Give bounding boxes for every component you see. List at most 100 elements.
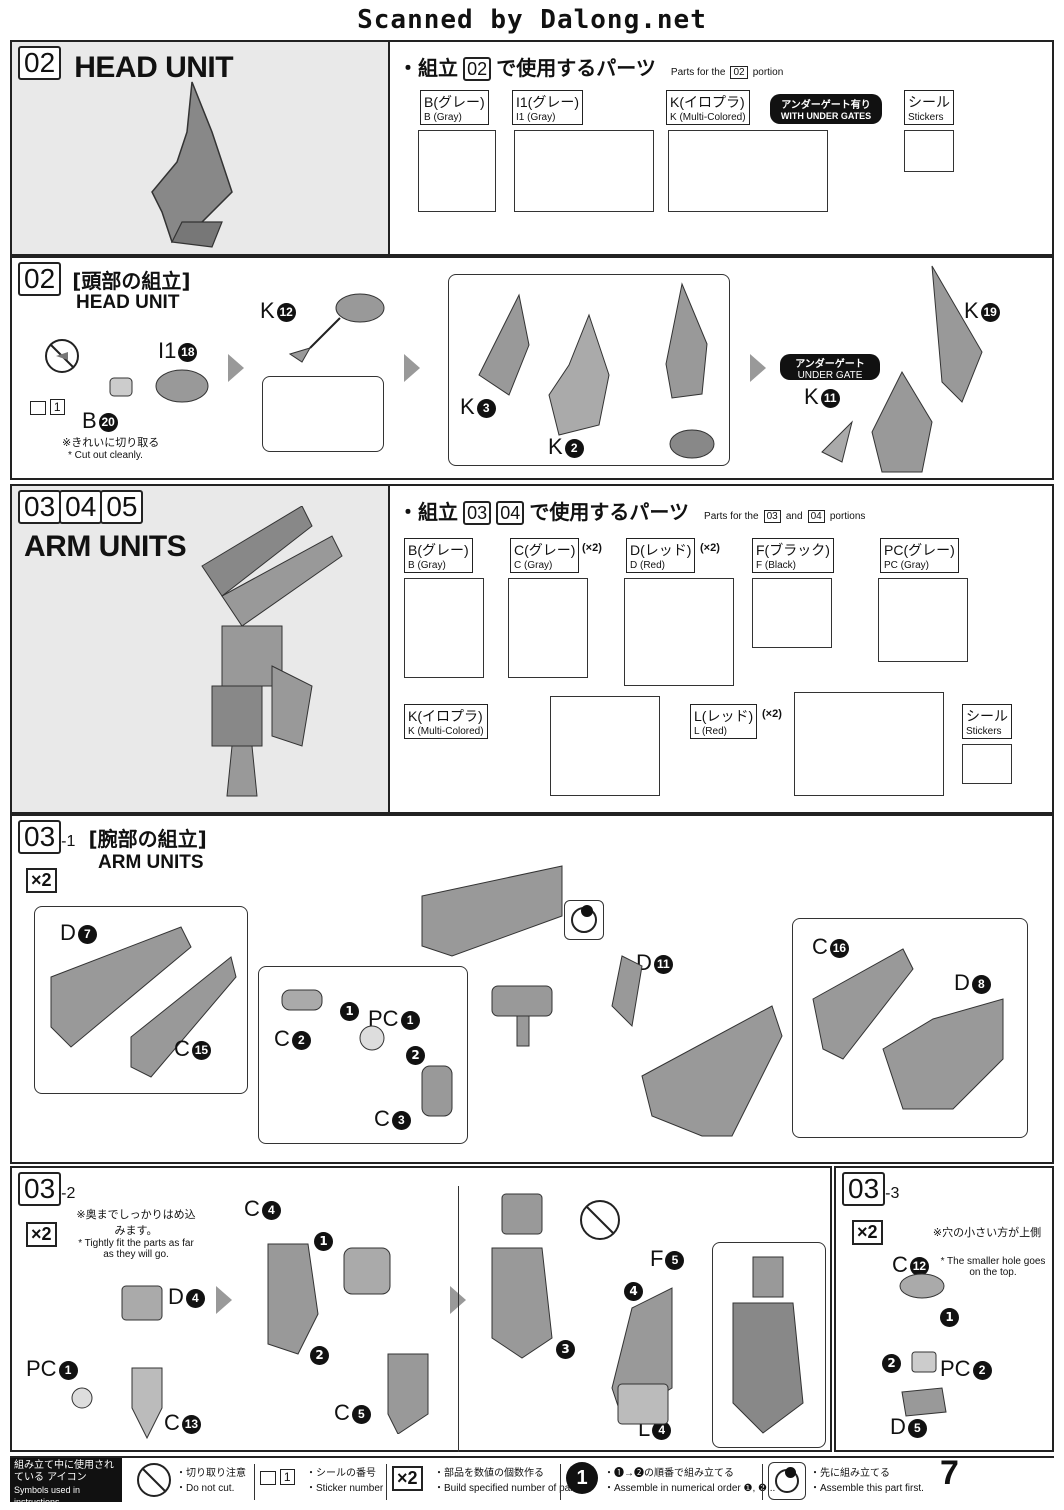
runner-c-diagram: [508, 578, 588, 678]
step-03-1-title: 03-1 [腕部の組立]: [18, 820, 207, 854]
parts-en-pre: Parts for the: [670, 67, 726, 78]
en-title: ARM UNITS: [98, 852, 204, 873]
parts-en-num: 03: [763, 510, 781, 523]
c13-assembly-illustration: [71, 1285, 163, 1440]
do-not-cut-icon: [580, 1200, 620, 1240]
parts-heading-num: 04: [496, 501, 525, 525]
step-03-3-title: 03-3: [842, 1172, 899, 1206]
do-not-cut-icon: [137, 1463, 171, 1497]
assembled-head-illustration: [665, 282, 715, 459]
step-sub-number: -2: [61, 1185, 76, 1202]
scan-credit: Scanned by Dalong.net: [357, 5, 707, 35]
order-marker-1: 1: [940, 1308, 959, 1327]
order-marker-4: 4: [624, 1282, 643, 1301]
runner-label-c: C(グレー)C (Gray): [510, 538, 580, 573]
parts-en-post: portion: [752, 67, 784, 78]
en-title: HEAD UNIT: [76, 292, 180, 313]
parts-en-pre: Parts for the: [704, 511, 759, 522]
sticker-number-icon: 1: [260, 1469, 295, 1485]
step-number: 03: [842, 1172, 886, 1206]
arm-core-illustration: [421, 865, 563, 1047]
forearm-final-illustration: [491, 1193, 673, 1425]
section-title: HEAD UNIT: [74, 50, 234, 84]
qty-d: (×2): [700, 542, 720, 554]
order-marker-1: 1: [340, 1002, 359, 1021]
order-marker-2: 2: [882, 1354, 901, 1373]
multiplier-badge: ×2: [26, 1222, 57, 1247]
sticker-sheet-diagram: [904, 130, 954, 172]
runner-k-diagram: [550, 696, 660, 796]
k12-illustration: [288, 293, 385, 363]
do-not-cut-icon: [45, 339, 79, 373]
under-gates-badge: アンダーゲート有り WITH UNDER GATES: [770, 94, 882, 124]
step-03-2-panel: 03-2 ×2 ※奥までしっかりはめ込みます。 * Tightly fit th…: [10, 1166, 832, 1452]
parts-heading-pre: ・組立: [398, 56, 458, 80]
detail-box-middle: [258, 966, 468, 1144]
flow-arrow: [404, 354, 420, 382]
parts-heading: ・組立 02 で使用するパーツ Parts for the 02 portion: [398, 52, 783, 81]
jp-title: [頭部の組立]: [72, 269, 191, 293]
legend-item-numerical-order: ・❶→❷の順番で組み立てる ・Assemble in numerical ord…: [604, 1468, 776, 1494]
head-unit-parts-panel: ・組立 02 で使用するパーツ Parts for the 02 portion…: [388, 40, 1054, 256]
runner-label-pc: PC(グレー)PC (Gray): [880, 538, 959, 573]
hole-note-en: * The smaller hole goes on the top.: [940, 1256, 1046, 1278]
head-unit-title-row: 02 HEAD UNIT: [18, 46, 234, 85]
runner-k-diagram: [668, 130, 828, 212]
step-03-2-title: 03-2: [18, 1172, 75, 1206]
parts-en-and: and: [785, 511, 803, 522]
legend-item-build-count: ・部品を数値の個数作る ・Build specified number of p…: [434, 1468, 585, 1494]
order-marker-2: 2: [406, 1046, 425, 1065]
detail-box-right: [792, 918, 1028, 1138]
legend-item-do-not-cut: ・切り取り注意 ・Do not cut.: [176, 1468, 246, 1494]
detail-box-left: [34, 906, 248, 1094]
runner-b-diagram: [418, 130, 496, 212]
arm-armor-illustration: [50, 926, 237, 1078]
shoulder-armor-illustration: [812, 948, 1004, 1110]
order-marker-2: 2: [310, 1346, 329, 1365]
head-assembly-title: 02 [頭部の組立]: [18, 262, 191, 296]
legend-title: 組み立て中に使用されている アイコン Symbols used in instr…: [10, 1458, 122, 1507]
qty-l: (×2): [762, 708, 782, 720]
hand-joint-illustration: [899, 1273, 947, 1417]
head-final-illustration: [821, 265, 983, 473]
flow-arrow: [216, 1286, 232, 1314]
step-03-3-panel: 03-3 ×2 ※穴の小さい方が上側 * The smaller hole go…: [834, 1166, 1054, 1452]
step-number: 05: [100, 490, 144, 524]
step-number: 03: [18, 1172, 62, 1206]
multiplier-badge: ×2: [852, 1220, 883, 1245]
flow-arrow: [750, 354, 766, 382]
step-sub-number: -3: [885, 1185, 900, 1202]
arm-units-parts-panel: ・組立 03 04 で使用するパーツ Parts for the 03 and …: [388, 484, 1054, 814]
runner-label-stickers: シール Stickers: [904, 90, 954, 125]
runner-l-diagram: [794, 692, 944, 796]
detail-box-forearm: [712, 1242, 826, 1448]
arm-shield-illustration: [611, 955, 783, 1137]
step-number: 04: [59, 490, 103, 524]
order-icon: 1: [566, 1462, 598, 1494]
multiplier-icon: ×2: [392, 1466, 423, 1491]
parts-en-num: 02: [730, 66, 748, 79]
runner-b-diagram: [404, 578, 484, 678]
runner-label-f: F(ブラック)F (Black): [752, 538, 834, 573]
arm-unit-illustration: [201, 506, 343, 797]
multiplier-badge: ×2: [26, 868, 57, 893]
runner-label-l: L(レッド)L (Red): [690, 704, 758, 739]
joint-parts-illustration: [281, 989, 453, 1117]
head-parts-illustration: [109, 369, 209, 403]
section-title: ARM UNITS: [24, 530, 187, 563]
page-number: 7: [940, 1454, 959, 1492]
order-marker-1: 1: [314, 1232, 333, 1251]
flow-arrow: [228, 354, 244, 382]
